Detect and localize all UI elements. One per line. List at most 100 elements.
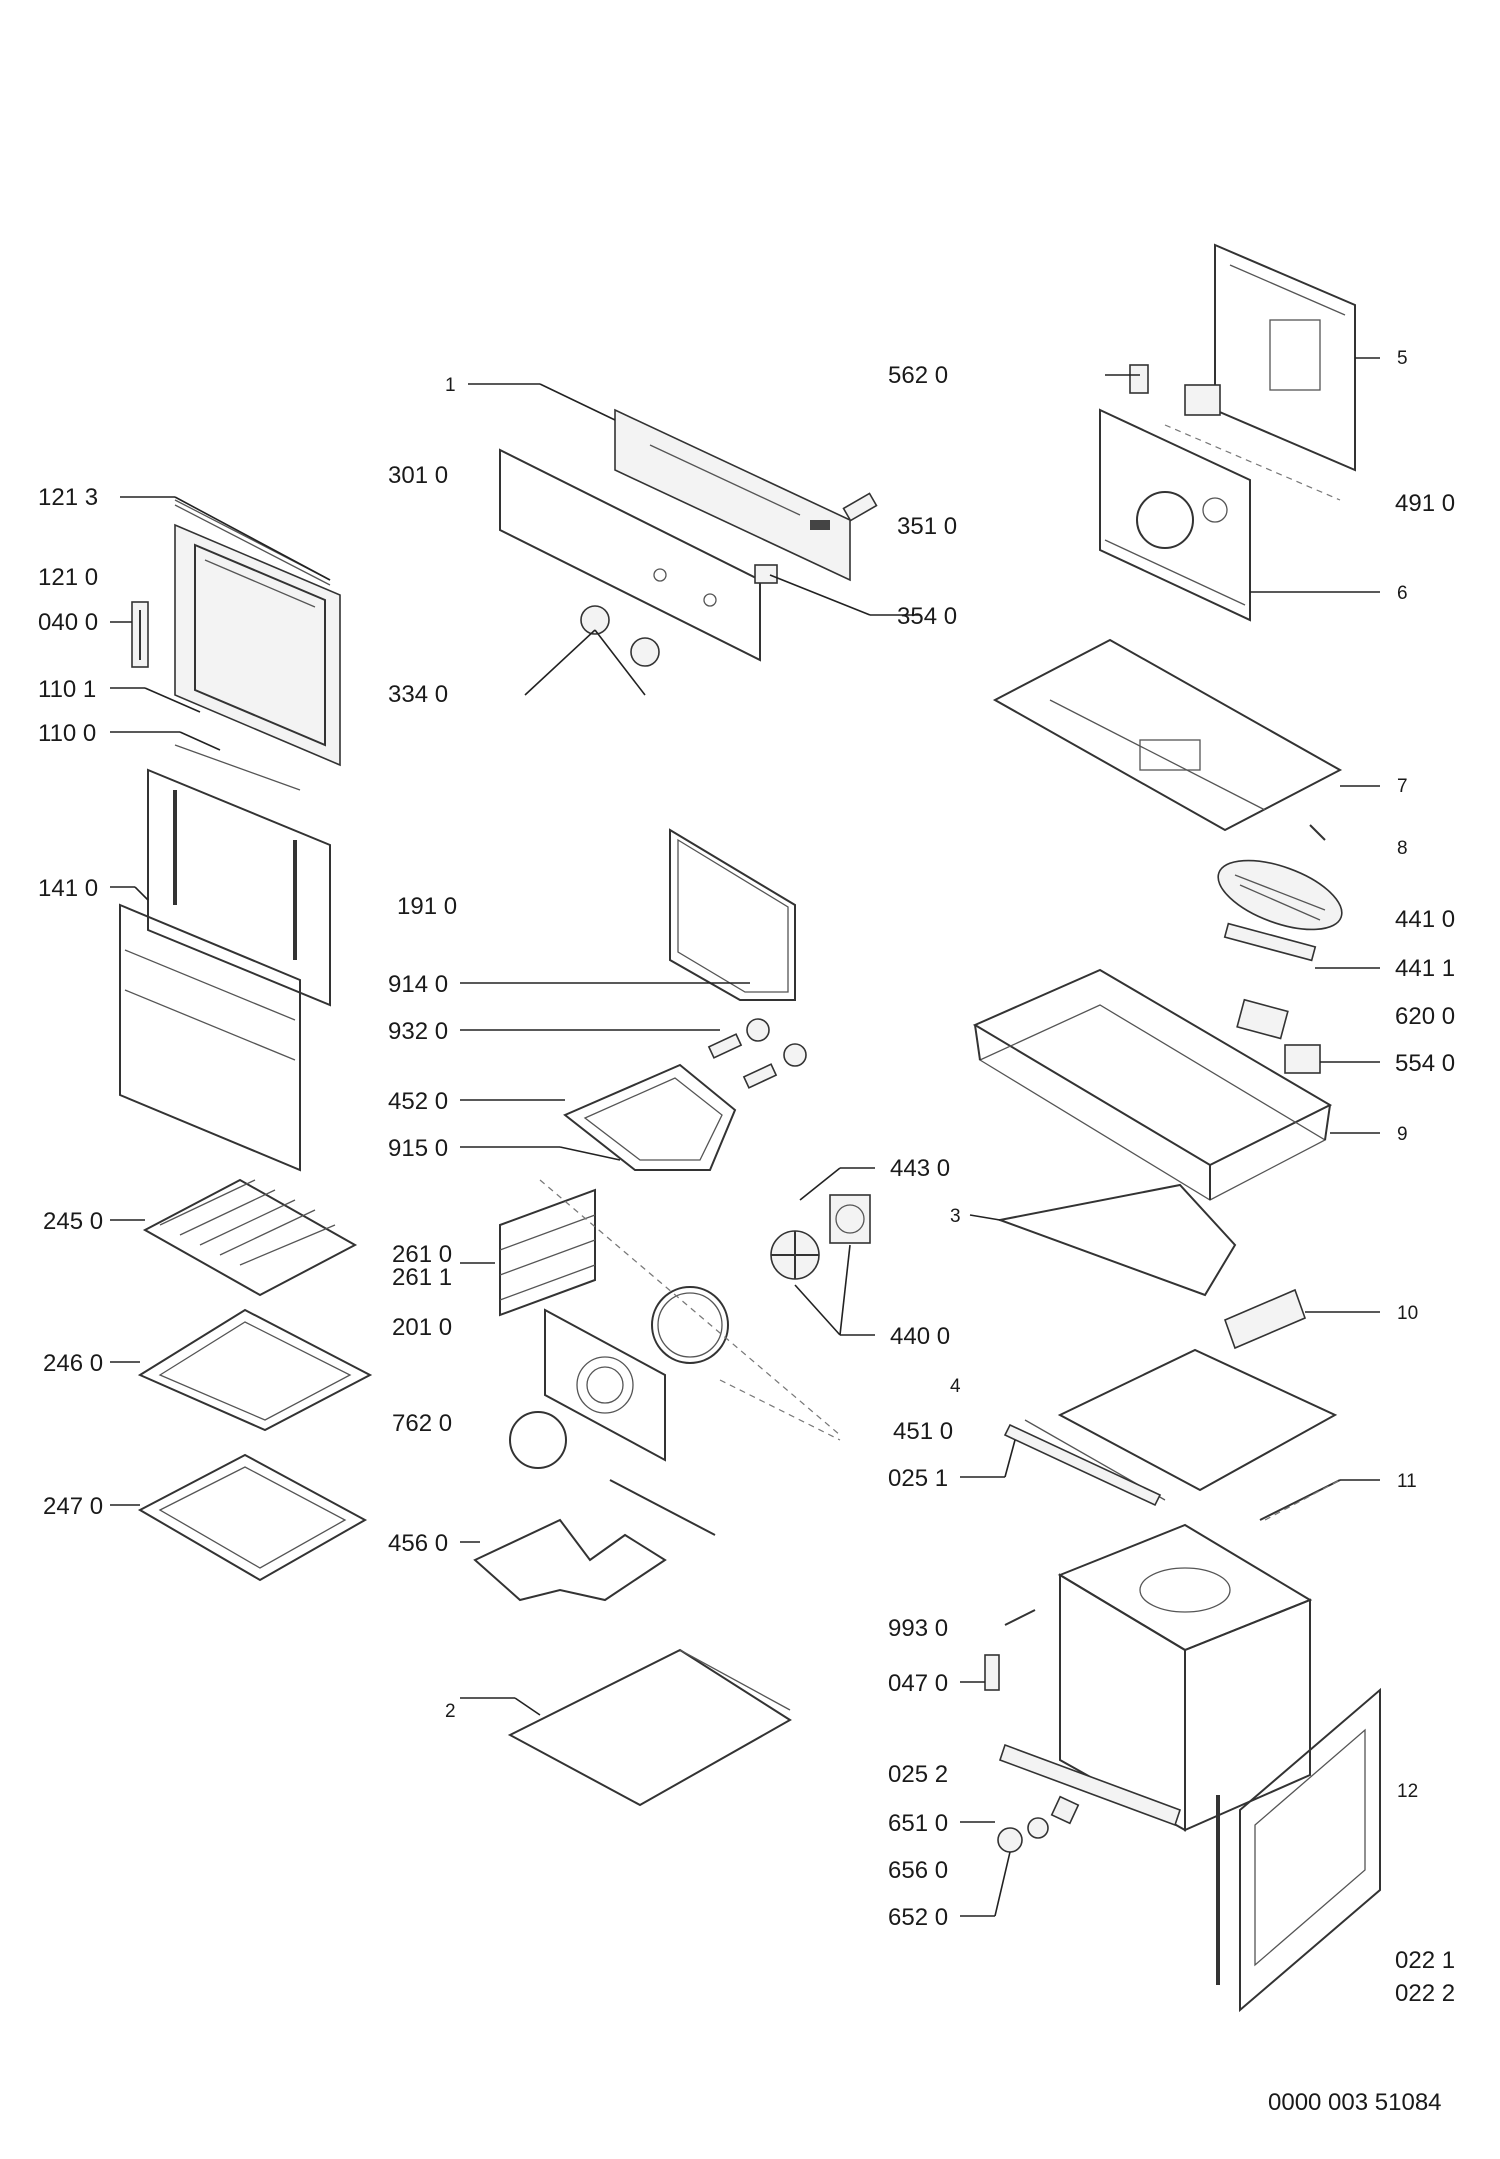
door-glass-panel	[147, 744, 331, 1007]
cooling-fan-motor	[1217, 859, 1343, 962]
callout-12: 12	[1397, 1781, 1418, 1802]
callout-040-0: 040 0	[38, 609, 98, 636]
callout-656-0: 656 0	[888, 1857, 948, 1884]
callout-441-0: 441 0	[1395, 906, 1455, 933]
bottom-plate	[507, 1648, 792, 1807]
callout-6: 6	[1397, 583, 1408, 604]
callout-10: 10	[1397, 1303, 1418, 1324]
screw-993	[1004, 1609, 1036, 1626]
fan-gasket	[509, 1411, 567, 1469]
callout-452-0: 452 0	[388, 1088, 448, 1115]
callout-025-2: 025 2	[888, 1761, 948, 1788]
drip-pan	[137, 1453, 368, 1582]
callout-247-0: 247 0	[43, 1493, 103, 1520]
knobs	[580, 605, 660, 667]
callout-022-2: 022 2	[1395, 1980, 1455, 2007]
circular-element	[651, 1286, 729, 1364]
callout-7: 7	[1397, 776, 1408, 797]
callout-354-0: 354 0	[897, 603, 957, 630]
side-panel-3	[996, 1183, 1237, 1297]
fan-housing-back	[1099, 408, 1251, 622]
callout-245-0: 245 0	[43, 1208, 103, 1235]
leader-lines	[110, 357, 1380, 1917]
lamp-parts	[707, 1018, 807, 1089]
callout-993-0: 993 0	[888, 1615, 948, 1642]
callout-620-0: 620 0	[1395, 1003, 1455, 1030]
callout-334-0: 334 0	[388, 681, 448, 708]
fan-motor	[829, 1194, 871, 1244]
document-id: 0000 003 51084	[1268, 2089, 1442, 2116]
relay-module	[1236, 998, 1289, 1040]
component-bracket-8	[1309, 824, 1326, 841]
callout-8: 8	[1397, 838, 1408, 859]
callout-440-0: 440 0	[890, 1323, 950, 1350]
control-panel-front	[499, 448, 761, 662]
oven-cavity	[1057, 1523, 1313, 1832]
callout-652-0: 652 0	[888, 1904, 948, 1931]
baking-tray	[137, 1308, 373, 1432]
callout-932-0: 932 0	[388, 1018, 448, 1045]
wire-shelf	[142, 1178, 358, 1297]
callout-11: 11	[1397, 1471, 1417, 1492]
callout-022-1: 022 1	[1395, 1947, 1455, 1974]
callout-491-0: 491 0	[1395, 490, 1455, 517]
callout-915-0: 915 0	[388, 1135, 448, 1162]
callout-451-0: 451 0	[893, 1418, 953, 1445]
control-panel-back	[614, 408, 851, 582]
callout-110-1: 110 1	[38, 676, 96, 703]
rear-panel	[1214, 243, 1356, 472]
callout-191-0: 191 0	[397, 893, 457, 920]
side-door-12	[1216, 1687, 1381, 2013]
callout-3: 3	[950, 1206, 961, 1227]
callout-651-0: 651 0	[888, 1810, 948, 1837]
callout-261-0: 261 0	[392, 1241, 452, 1268]
callout-1: 1	[445, 375, 456, 396]
bracket-10	[1223, 1288, 1307, 1350]
bottom-fittings	[997, 1795, 1080, 1853]
callout-246-0: 246 0	[43, 1350, 103, 1377]
outer-door-panel	[119, 903, 301, 1172]
rear-fan-cover	[544, 1308, 666, 1462]
callout-labels: 1 2 3 4 5 6 7 8 9 10 11 12 121 3 121 0 0…	[38, 348, 1455, 2116]
terminal-block	[1184, 384, 1221, 416]
callout-2: 2	[445, 1701, 456, 1722]
bottom-heating-element	[473, 1479, 716, 1602]
door-gasket	[669, 828, 796, 1001]
top-cover	[992, 638, 1343, 832]
bottom-panel-4	[1024, 1348, 1338, 1501]
callout-554-0: 554 0	[1395, 1050, 1455, 1077]
electronics-tray	[972, 968, 1333, 1201]
callout-443-0: 443 0	[890, 1155, 950, 1182]
inner-door-frame	[174, 499, 341, 767]
fan-blade	[770, 1230, 820, 1280]
callout-5: 5	[1397, 348, 1408, 369]
callout-110-0: 110 0	[38, 720, 96, 747]
fuse-562	[1129, 364, 1149, 394]
side-rack	[499, 1188, 596, 1317]
callout-456-0: 456 0	[388, 1530, 448, 1557]
top-heating-element	[563, 1063, 737, 1171]
rail-025-1	[1003, 1423, 1162, 1507]
callout-441-1: 441 1	[1395, 955, 1455, 982]
callout-562-0: 562 0	[888, 362, 948, 389]
callout-121-0: 121 0	[38, 564, 98, 591]
callout-9: 9	[1397, 1124, 1408, 1145]
clip-047	[984, 1654, 1000, 1691]
door-hinge	[131, 601, 149, 668]
switch-354	[754, 564, 778, 584]
switch-351	[842, 492, 878, 522]
callout-201-0: 201 0	[392, 1314, 452, 1341]
callout-261-1: 261 1	[392, 1264, 452, 1291]
callout-141-0: 141 0	[38, 875, 98, 902]
callout-4: 4	[950, 1376, 961, 1397]
callout-025-1: 025 1	[888, 1465, 948, 1492]
callout-301-0: 301 0	[388, 462, 448, 489]
callout-914-0: 914 0	[388, 971, 448, 998]
callout-762-0: 762 0	[392, 1410, 452, 1437]
callout-351-0: 351 0	[897, 513, 957, 540]
thermostat-554	[1284, 1044, 1321, 1074]
front-frame-025-2	[998, 1743, 1182, 1827]
callout-047-0: 047 0	[888, 1670, 948, 1697]
callout-121-3: 121 3	[38, 484, 98, 511]
